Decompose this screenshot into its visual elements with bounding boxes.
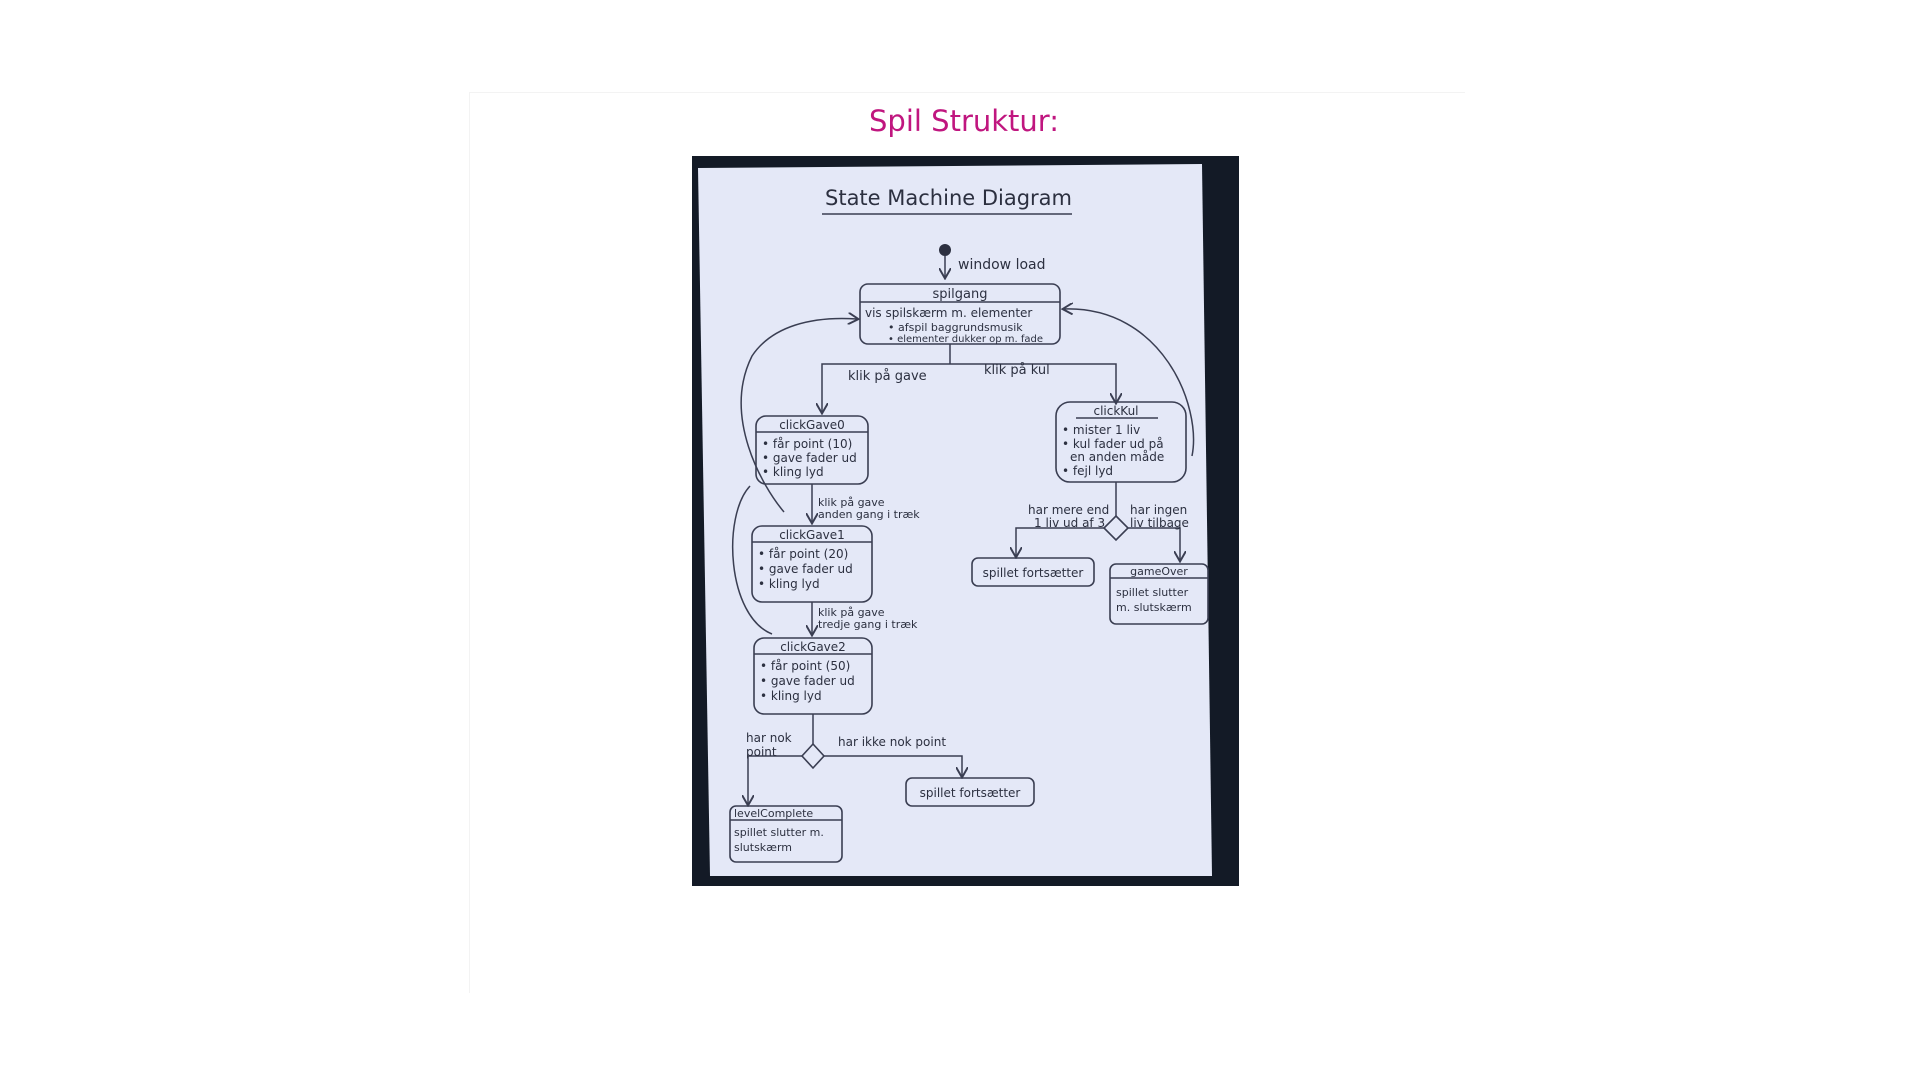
state-line: • mister 1 liv xyxy=(1062,423,1140,437)
state-click-kul: clickKul • mister 1 liv • kul fader ud p… xyxy=(1055,401,1187,483)
diagram-heading: State Machine Diagram xyxy=(825,186,1072,210)
edge-label: har nok xyxy=(746,731,792,745)
state-spilgang: spilgang vis spilskærm m. elementer • af… xyxy=(859,283,1061,345)
slide-title: Spil Struktur: xyxy=(869,104,1059,138)
state-line: • kling lyd xyxy=(762,465,824,479)
edge-har-ingen-liv xyxy=(1128,527,1180,560)
state-name: gameOver xyxy=(1130,565,1188,578)
state-box xyxy=(905,777,1035,807)
state-line: • gave fader ud xyxy=(760,674,855,688)
decision-diamond-right xyxy=(1102,514,1130,542)
state-name: clickGave1 xyxy=(779,528,845,542)
edge-klik-gave xyxy=(822,363,950,412)
edge-label: har mere end xyxy=(1028,503,1109,517)
edge-label: liv tilbage xyxy=(1130,516,1189,530)
state-line: • får point (50) xyxy=(760,659,850,673)
edge-label: anden gang i træk xyxy=(818,508,920,521)
edge-label: klik på gave xyxy=(818,606,885,619)
state-box xyxy=(729,805,843,863)
state-line: • elementer dukker op m. fade xyxy=(888,334,1043,345)
edge-har-nok-point xyxy=(748,755,802,804)
edge-label-window-load: window load xyxy=(958,257,1046,273)
state-line: en anden måde xyxy=(1070,450,1164,464)
edge-return-right xyxy=(1064,309,1195,457)
state-name: clickGave2 xyxy=(780,640,846,654)
edge-har-ikke-nok-point xyxy=(824,755,962,776)
edge-label: har ingen xyxy=(1130,503,1187,517)
state-line: • fejl lyd xyxy=(1062,464,1113,478)
state-line: • gave fader ud xyxy=(762,451,857,465)
state-line: • får point (20) xyxy=(758,547,848,561)
state-line: • kling lyd xyxy=(760,689,822,703)
state-line: • kul fader ud på xyxy=(1062,437,1164,451)
state-line: • afspil baggrundsmusik xyxy=(888,321,1023,334)
state-line: m. slutskærm xyxy=(1116,601,1192,614)
edge-label: klik på gave xyxy=(818,496,885,509)
state-name: spilgang xyxy=(933,287,988,302)
edge-return-left-2 xyxy=(731,485,773,635)
state-line: • får point (10) xyxy=(762,437,852,451)
edge-label: tredje gang i træk xyxy=(818,618,918,631)
state-line: spillet slutter xyxy=(1116,586,1189,599)
state-level-complete: levelComplete spillet slutter m. slutskæ… xyxy=(729,805,843,863)
diagram-photo: State Machine Diagram window load spilga… xyxy=(692,156,1239,886)
page-frame xyxy=(469,92,1465,993)
state-box xyxy=(1055,401,1187,483)
state-name: clickGave0 xyxy=(779,418,845,432)
state-spillet-fortsaetter-right: spillet fortsætter xyxy=(971,557,1095,587)
state-line: • kling lyd xyxy=(758,577,820,591)
edge-label-klik-kul: klik på kul xyxy=(984,363,1050,378)
edge-return-left xyxy=(740,318,857,513)
edge-label: point xyxy=(746,745,777,759)
state-spillet-fortsaetter-bottom: spillet fortsætter xyxy=(905,777,1035,807)
paper-sheet xyxy=(698,164,1212,876)
edge-klik-kul xyxy=(950,363,1116,402)
state-name: spillet fortsætter xyxy=(920,786,1021,800)
state-click-gave1: clickGave1 • får point (20) • gave fader… xyxy=(751,525,873,603)
state-line: spillet slutter m. xyxy=(734,826,824,839)
state-click-gave0: clickGave0 • får point (10) • gave fader… xyxy=(755,415,869,485)
decision-diamond-bottom xyxy=(800,742,826,770)
state-machine-diagram-svg: State Machine Diagram window load spilga… xyxy=(692,156,1239,886)
state-name: clickKul xyxy=(1093,404,1138,418)
state-line: vis spilskærm m. elementer xyxy=(865,306,1032,320)
edge-label: 1 liv ud af 3 xyxy=(1034,516,1105,530)
edge-label: har ikke nok point xyxy=(838,735,946,749)
state-name: spillet fortsætter xyxy=(983,566,1084,580)
edge-har-mere-liv xyxy=(1016,527,1104,556)
state-line: • gave fader ud xyxy=(758,562,853,576)
state-click-gave2: clickGave2 • får point (50) • gave fader… xyxy=(753,637,873,715)
edge-label-klik-gave: klik på gave xyxy=(848,369,927,384)
state-line: slutskærm xyxy=(734,841,792,854)
state-box xyxy=(1109,563,1209,625)
initial-state-dot xyxy=(939,244,951,256)
state-name: levelComplete xyxy=(734,807,813,820)
state-box xyxy=(971,557,1095,587)
state-game-over: gameOver spillet slutter m. slutskærm xyxy=(1109,563,1209,625)
